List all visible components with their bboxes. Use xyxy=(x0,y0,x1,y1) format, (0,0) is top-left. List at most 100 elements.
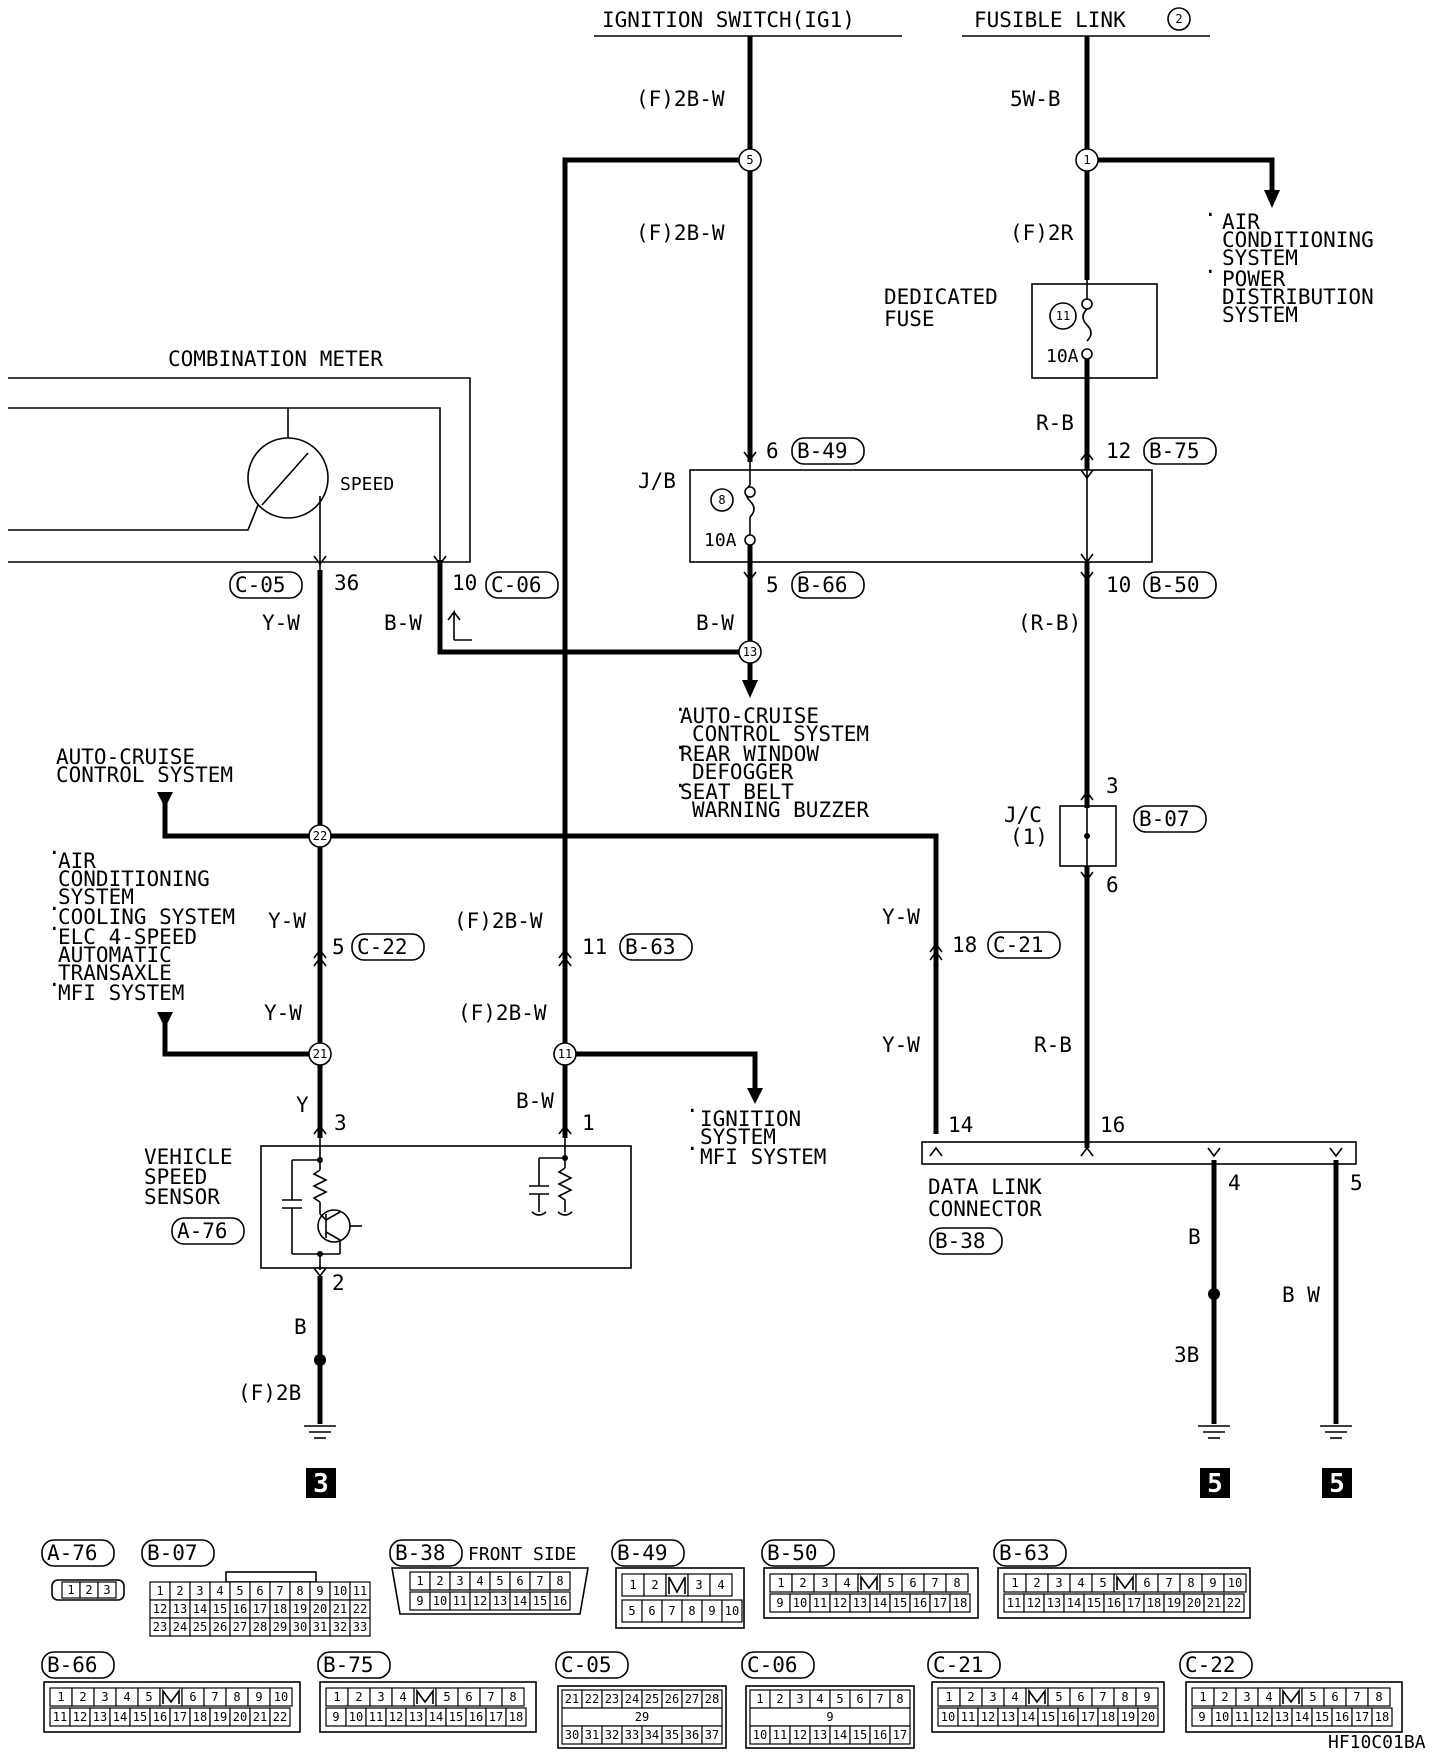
connector-pin-number: 4 xyxy=(216,1584,223,1598)
connector-pin-number: 6 xyxy=(516,1574,523,1588)
connector-pin-number: 13 xyxy=(493,1594,507,1608)
connector-pin-number: 8 xyxy=(1121,1690,1128,1704)
sys-acc-left-2: CONTROL SYSTEM xyxy=(56,763,233,787)
jc-label-2: (1) xyxy=(1010,825,1048,849)
connector-pin-cell xyxy=(1137,1707,1159,1727)
connector-pin-number: 16 xyxy=(233,1602,247,1616)
tag-c22: C-22 xyxy=(357,935,408,959)
connector-pin-number: 25 xyxy=(645,1692,659,1706)
tag-c21: C-21 xyxy=(993,933,1044,957)
connector-pin-number: 1 xyxy=(416,1574,423,1588)
svg-text:·: · xyxy=(686,1137,699,1161)
sys-rwd-2: DEFOGGER xyxy=(692,760,794,784)
connector-pin-number: 1 xyxy=(629,1578,636,1592)
connector-pin-number: 12 xyxy=(1027,1596,1041,1610)
pin-jc-bot: 6 xyxy=(1106,873,1119,897)
conn-label-c06: C-06 xyxy=(747,1653,798,1677)
pin-c21: 18 xyxy=(952,933,977,957)
connector-pin-number: 16 xyxy=(1335,1710,1349,1724)
tag-b50: B-50 xyxy=(1149,573,1200,597)
connector-pin-number: 17 xyxy=(1081,1710,1095,1724)
connector-pin-number: 17 xyxy=(933,1596,947,1610)
splice-node-1: 1 xyxy=(1083,153,1090,167)
connector-pin-number: 9 xyxy=(826,1710,833,1724)
connector-pin-number: 17 xyxy=(1127,1596,1141,1610)
connector-pin-number: 12 xyxy=(153,1602,167,1616)
conn-label-a76: A-76 xyxy=(47,1541,98,1565)
jc-label-1: J/C xyxy=(1004,803,1042,827)
tag-b49: B-49 xyxy=(797,439,848,463)
connector-pin-number: 11 xyxy=(813,1596,827,1610)
connector-pin-number: 3 xyxy=(456,1574,463,1588)
connector-pin-number: 21 xyxy=(333,1602,347,1616)
connector-pin-number: 9 xyxy=(1143,1690,1150,1704)
connector-pin-number: 15 xyxy=(533,1594,547,1608)
connector-pin-number: 6 xyxy=(1077,1690,1084,1704)
connector-pin-number: 8 xyxy=(953,1576,960,1590)
connector-pin-number: 2 xyxy=(1033,1576,1040,1590)
connector-pin-number: 13 xyxy=(1047,1596,1061,1610)
connector-pin-number: 16 xyxy=(553,1594,567,1608)
connector-pin-number: 32 xyxy=(605,1728,619,1742)
sys-sbw-2: WARNING BUZZER xyxy=(692,798,869,822)
connector-pin-number: 15 xyxy=(1315,1710,1329,1724)
connector-pin-number: 14 xyxy=(833,1728,847,1742)
pin-c22: 5 xyxy=(332,935,345,959)
connector-pin-number: 11 xyxy=(369,1710,383,1724)
wire-rb-paren: (R-B) xyxy=(1018,611,1081,635)
connector-pin-number: 18 xyxy=(1101,1710,1115,1724)
tag-b75: B-75 xyxy=(1149,439,1200,463)
connector-pin-number: 13 xyxy=(1275,1710,1289,1724)
connector-pin-number: 10 xyxy=(753,1728,767,1742)
connector-pin-number: 10 xyxy=(1215,1710,1229,1724)
connector-pin-number: 17 xyxy=(253,1602,267,1616)
connector-pin-cell xyxy=(505,1707,527,1727)
svg-text:·: · xyxy=(674,774,687,798)
diagram-code: HF10C01BA xyxy=(1328,1732,1426,1753)
pin-c06: 10 xyxy=(452,571,477,595)
connector-pin-number: 4 xyxy=(843,1576,850,1590)
connector-pin-number: 12 xyxy=(981,1710,995,1724)
connector-pin-number: 12 xyxy=(833,1596,847,1610)
conn-label-b75: B-75 xyxy=(323,1653,374,1677)
sys-sbw-1: SEAT BELT xyxy=(680,780,794,804)
connector-pin-number: 15 xyxy=(449,1710,463,1724)
connector-pin-number: 6 xyxy=(1143,1576,1150,1590)
svg-text:·: · xyxy=(686,1099,699,1123)
connector-key-mark xyxy=(162,1688,180,1704)
connector-pin-number: 37 xyxy=(705,1728,719,1742)
connector-pin-number: 16 xyxy=(1107,1596,1121,1610)
ground-point-5b: 5 xyxy=(1329,1469,1345,1499)
wire-ign-mid: (F)2B-W xyxy=(636,221,725,245)
connector-pin-cell xyxy=(1371,1707,1393,1727)
connector-face-a76 xyxy=(51,1579,125,1601)
pin-vss-3: 3 xyxy=(334,1111,347,1135)
wire-yw-c21-bot: Y-W xyxy=(882,1033,920,1057)
connector-pin-number: 7 xyxy=(1353,1690,1360,1704)
conn-label-c22: C-22 xyxy=(1185,1653,1236,1677)
connector-pin-number: 22 xyxy=(1227,1596,1241,1610)
connector-pin-number: 15 xyxy=(893,1596,907,1610)
connector-pin-number: 8 xyxy=(509,1690,516,1704)
dedicated-fuse-amp: 10A xyxy=(1046,346,1079,367)
connector-pin-number: 14 xyxy=(193,1602,207,1616)
wire-yw-c22-top: Y-W xyxy=(268,909,306,933)
connector-pin-number: 11 xyxy=(1235,1710,1249,1724)
jb-label: J/B xyxy=(638,469,676,493)
connector-pin-number: 4 xyxy=(1011,1690,1018,1704)
connector-pin-number: 20 xyxy=(1187,1596,1201,1610)
connector-pin-number: 9 xyxy=(708,1604,715,1618)
connector-pin-number: 6 xyxy=(256,1584,263,1598)
connector-pin-number: 22 xyxy=(273,1710,287,1724)
wire-fl-mid: (F)2R xyxy=(1010,221,1074,245)
connector-pin-number: 3 xyxy=(796,1692,803,1706)
pin-c05: 36 xyxy=(334,571,359,595)
connector-pin-number: 14 xyxy=(873,1596,887,1610)
connector-key-mark xyxy=(1116,1574,1134,1590)
connector-pin-number: 2 xyxy=(355,1690,362,1704)
connector-pin-number: 3 xyxy=(101,1690,108,1704)
connector-pin-number: 22 xyxy=(585,1692,599,1706)
